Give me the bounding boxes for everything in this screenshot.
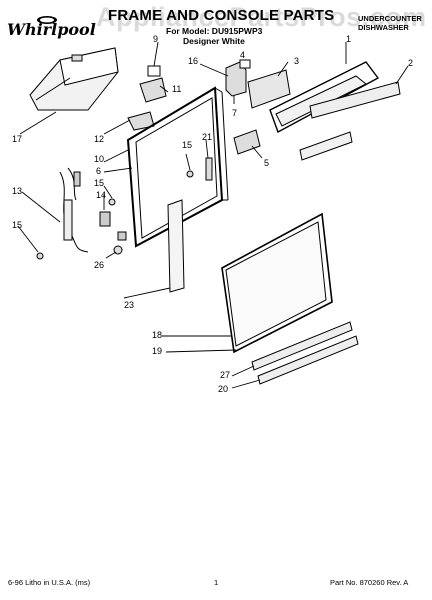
callout-15a: 15 [94,178,105,188]
color-line: Designer White [183,36,245,46]
product-type: UNDERCOUNTER DISHWASHER [358,14,422,32]
latch-assembly-part [127,65,167,131]
callout-15b: 15 [12,220,23,230]
callout-17: 16 [188,56,199,66]
callout-12: 12 [94,134,105,144]
product-line-2: DISHWASHER [358,23,409,32]
callout-10: 10 [94,154,105,164]
callout-26: 26 [94,260,105,270]
trim-strip-part [309,81,401,119]
callout-18: 18 [152,330,163,340]
callout-23: 23 [124,300,135,310]
watermark-text: AppliancePartsPros.com [96,2,427,32]
control-board-part [247,69,291,109]
callout-3: 3 [294,56,300,66]
callout-2: 2 [408,58,414,68]
callout-1: 1 [346,34,352,44]
callout-13: 13 [12,186,23,196]
callout-6: 6 [96,166,102,176]
brand-name: Whirlpool [7,20,96,39]
bottom-strip-part [251,321,359,385]
callout-14: 14 [96,190,107,200]
model-line: For Model: DU915PWP3 [166,26,263,36]
page-number: 1 [214,578,219,587]
callout-27: 27 [220,370,231,380]
control-panel-part [299,131,353,161]
part-number: Part No. 870260 Rev. A [330,578,409,587]
callout-11: 11 [172,84,182,94]
callout-19: 19 [152,346,163,356]
vertical-strip-part [167,199,185,293]
leader-lines [17,41,409,389]
product-line-1: UNDERCOUNTER [358,14,422,23]
wiring-harness-part [59,167,89,253]
door-panel-part [221,212,333,354]
door-frame-part [126,86,229,248]
brand-logo [37,16,57,24]
callout-5: 5 [264,158,270,168]
bracket-part-17 [225,59,251,97]
callout-20: 20 [218,384,229,394]
page-title: FRAME AND CONSOLE PARTS [108,7,335,24]
callout-4: 4 [240,50,246,60]
switch-part [99,211,127,241]
bracket-part-21 [205,157,213,181]
callout-15c: 15 [182,140,193,150]
console-duct-part [29,47,119,111]
callout-21: 21 [202,132,213,142]
callout-7: 7 [232,108,238,118]
litho-note: 6-96 Litho in U.S.A. (ms) [8,578,91,587]
console-panel-part [269,61,380,134]
callout-9: 9 [153,34,159,44]
screw-part-15 [36,170,194,260]
callout-16: 17 [12,134,23,144]
